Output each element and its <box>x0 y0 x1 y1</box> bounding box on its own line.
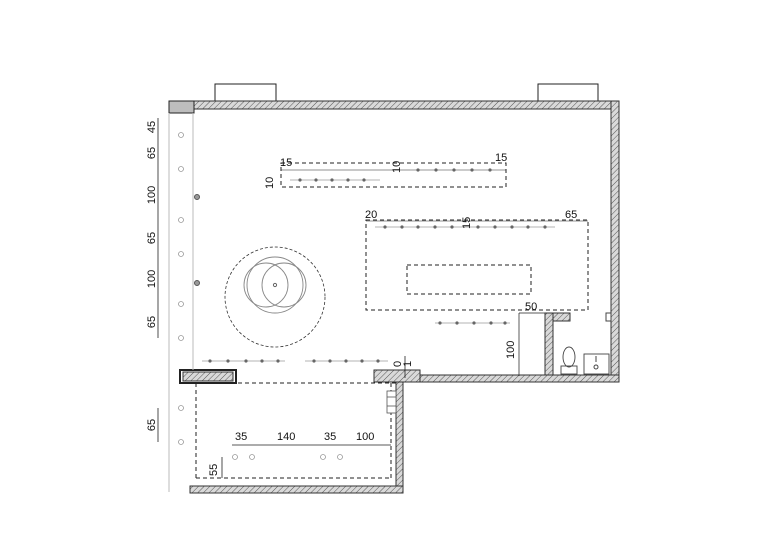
dim-left-3: 100 <box>146 186 158 204</box>
opening-mark-1: 1 <box>402 361 414 367</box>
dim-track-top-right: 15 <box>495 152 507 164</box>
dim-left-1: 45 <box>146 121 158 133</box>
dim-left-7: 65 <box>146 419 158 431</box>
light-track-top: 15 10 15 10 <box>264 152 507 189</box>
dim-counter-offset: 50 <box>525 301 537 313</box>
dim-left-2: 65 <box>146 147 158 159</box>
sink-icon <box>583 353 610 375</box>
window-left <box>214 83 277 103</box>
light-track-right: 20 15 65 <box>365 209 589 311</box>
dim-track-right-right: 65 <box>565 209 577 221</box>
wall-bottom-right <box>400 374 620 383</box>
dim-track-right-middle: 15 <box>461 217 473 229</box>
light-track-bottom <box>202 359 388 363</box>
column-marker <box>194 194 200 200</box>
dim-left-6: 65 <box>146 316 158 328</box>
dim-track-top-left: 15 <box>280 157 292 169</box>
lower-room-outline <box>195 382 397 479</box>
dim-left-4: 65 <box>146 232 158 244</box>
counter-area: 50 100 <box>435 301 571 376</box>
wall-stub-left-fill <box>182 371 234 382</box>
wall-lower-right <box>395 374 404 494</box>
wall-lower-bottom <box>189 485 404 494</box>
toilet-icon <box>560 346 578 375</box>
partition-wall-vertical <box>544 312 554 376</box>
dim-left-5: 100 <box>146 270 158 288</box>
dim-bottom-3: 35 <box>324 431 336 443</box>
dim-counter-height: 100 <box>505 341 517 359</box>
round-table <box>224 246 326 348</box>
left-dimension-chain: 45 65 100 65 100 65 65 <box>146 118 159 442</box>
facade-dots <box>178 132 184 445</box>
dim-bottom-4: 100 <box>356 431 374 443</box>
dim-bottom-2: 140 <box>277 431 295 443</box>
dim-track-top-middle: 10 <box>391 161 403 173</box>
dim-bottom-1: 35 <box>235 431 247 443</box>
wall-stub-right <box>373 369 421 383</box>
opening-mark-0: 0 <box>392 361 404 367</box>
wall-right <box>610 100 620 383</box>
display-table <box>406 264 532 295</box>
bottom-dimension-chain: 35 140 35 100 55 <box>208 431 391 478</box>
wall-top <box>168 100 620 110</box>
window-right <box>537 83 599 103</box>
wall-top-left-column <box>168 100 195 114</box>
dim-bottom-depth: 55 <box>208 464 220 476</box>
dim-track-top-height: 10 <box>264 177 276 189</box>
dim-track-right-left: 20 <box>365 209 377 221</box>
wall-marker <box>605 312 612 322</box>
column-marker <box>194 280 200 286</box>
